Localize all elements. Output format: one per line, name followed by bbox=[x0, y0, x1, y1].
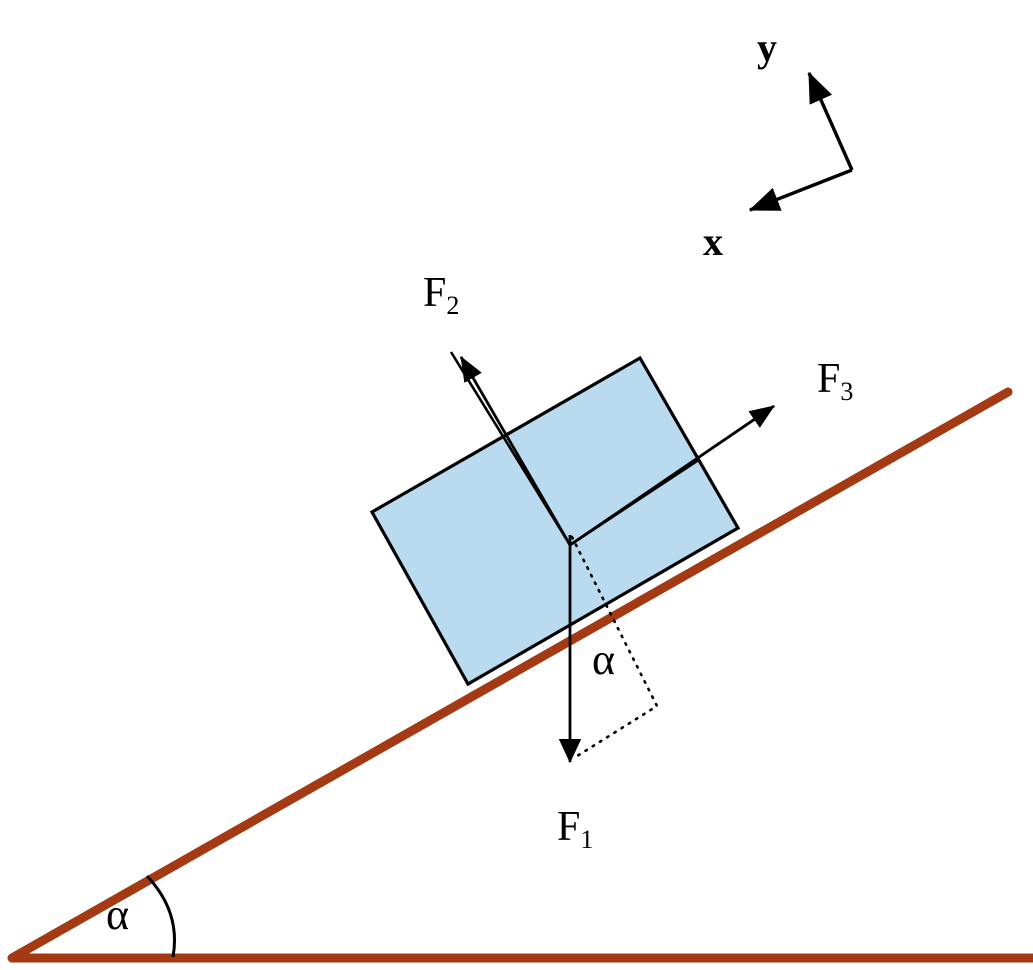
force-label-f2: F2 bbox=[423, 272, 459, 319]
angle-label-alpha-incline: α bbox=[106, 890, 130, 939]
force-label-f1: F1 bbox=[557, 806, 593, 853]
force-label-f3: F3 bbox=[817, 358, 853, 405]
axis-x-line bbox=[748, 168, 853, 212]
axis-label-x: x bbox=[703, 219, 723, 264]
force-label-f3-base: F bbox=[817, 356, 841, 402]
force-label-f2-sub: 2 bbox=[446, 290, 460, 320]
force-label-f3-sub: 3 bbox=[840, 376, 854, 406]
dotted-construction-lines bbox=[570, 535, 659, 760]
force-label-f2-base: F bbox=[423, 270, 447, 316]
angle-arc-incline bbox=[145, 874, 177, 958]
force-label-f1-base: F bbox=[557, 804, 581, 850]
force-vector-f3 bbox=[569, 404, 775, 547]
force-vector-f2 bbox=[459, 356, 572, 546]
axis-y-line bbox=[807, 71, 854, 171]
force-label-f1-sub: 1 bbox=[580, 824, 594, 854]
angle-label-alpha-force: α bbox=[592, 635, 616, 684]
inclined-plane-line bbox=[7, 387, 1013, 963]
axis-label-y: y bbox=[757, 25, 777, 70]
